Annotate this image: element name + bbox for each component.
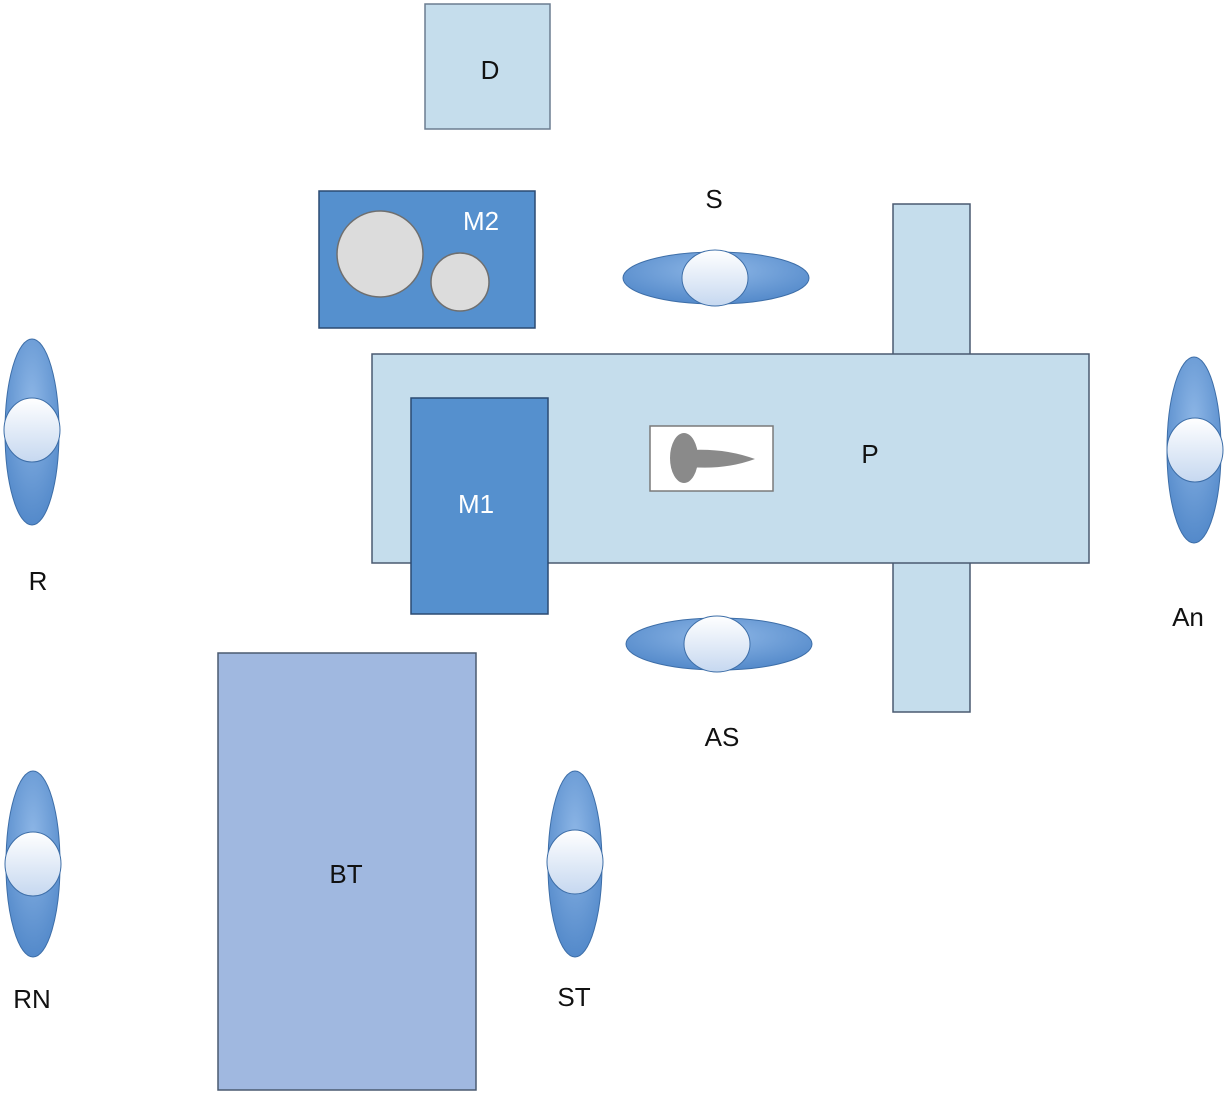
patient-silhouette-head <box>670 433 698 483</box>
monitor-1-box <box>410 397 549 615</box>
back-table-label: BT <box>329 859 362 889</box>
monitor-2-large-circle <box>336 210 424 298</box>
monitor-2: M2 <box>318 190 536 329</box>
display-box <box>424 3 551 130</box>
anesthesiologist-figure <box>1166 356 1224 544</box>
monitor-2-small-circle <box>430 252 490 312</box>
robot-label: R <box>29 566 48 596</box>
back-table-box <box>217 652 477 1091</box>
robot-nurse-label: RN <box>13 984 51 1014</box>
patient-label: P <box>861 439 878 469</box>
anesthesiologist-head <box>1166 417 1224 483</box>
monitor-1: M1 <box>410 397 549 615</box>
robot-nurse-head <box>4 831 62 897</box>
display: D <box>424 3 551 130</box>
patient-silhouette-body <box>690 449 755 468</box>
monitor-2-label: M2 <box>463 206 499 236</box>
robot-head <box>3 397 61 463</box>
surgeon-label: S <box>705 184 722 214</box>
scrub-tech-figure <box>546 770 604 958</box>
scrub-tech-label: ST <box>557 982 590 1012</box>
arm-board-top <box>892 203 971 357</box>
surgeon-figure <box>622 249 810 307</box>
assistant-surgeon-head <box>683 615 751 673</box>
scrub-tech-head <box>546 829 604 895</box>
arm-board-bottom <box>892 560 971 713</box>
back-table: BT <box>217 652 477 1091</box>
anesthesiologist-label: An <box>1172 602 1204 632</box>
assistant-surgeon-label: AS <box>705 722 740 752</box>
robot-figure <box>3 338 61 526</box>
display-label: D <box>481 55 500 85</box>
robot-nurse-figure <box>4 770 62 958</box>
assistant-surgeon-figure <box>625 615 813 673</box>
surgeon-head <box>681 249 749 307</box>
monitor-1-label: M1 <box>458 489 494 519</box>
